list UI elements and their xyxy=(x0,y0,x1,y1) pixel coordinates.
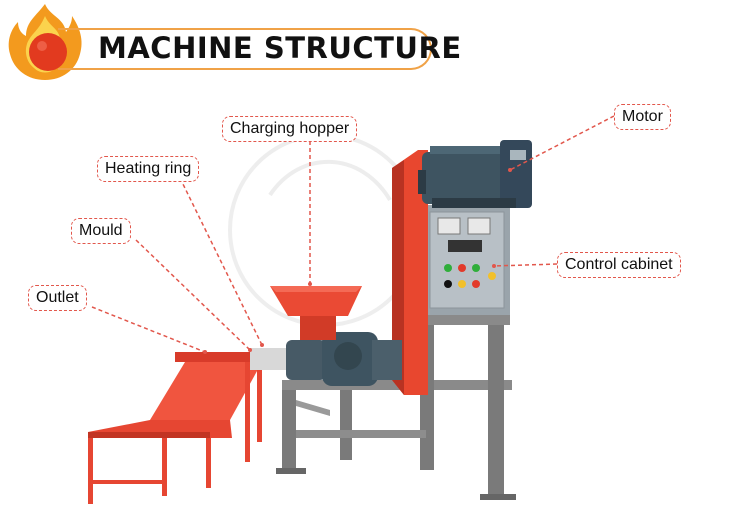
belt-guard xyxy=(392,150,428,395)
label-motor: Motor xyxy=(614,104,671,130)
page-title: MACHINE STRUCTURE xyxy=(98,31,462,65)
label-charging-hopper: Charging hopper xyxy=(222,116,358,142)
charging-hopper xyxy=(270,286,362,340)
label-mould: Mould xyxy=(71,218,131,244)
label-control-cabinet: Control cabinet xyxy=(557,252,681,278)
motor xyxy=(418,140,532,208)
control-cabinet xyxy=(424,205,510,325)
label-outlet: Outlet xyxy=(28,285,87,311)
title-bar xyxy=(58,28,432,70)
outlet-conveyor xyxy=(88,352,262,504)
label-heating-ring: Heating ring xyxy=(97,156,200,182)
leader-lines xyxy=(91,115,615,353)
extruder-barrel xyxy=(250,332,402,386)
leader-dots xyxy=(203,168,512,354)
